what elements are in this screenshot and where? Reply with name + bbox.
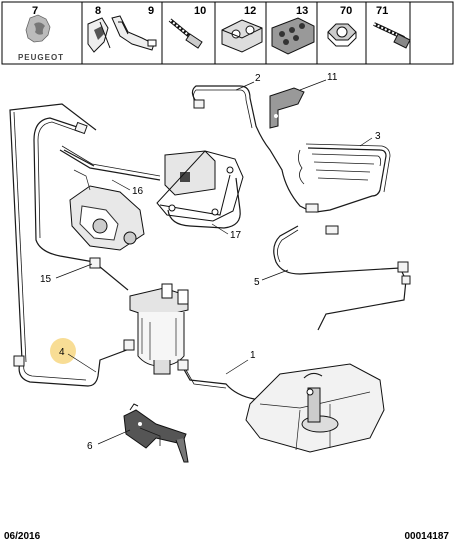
callout-6: 6: [87, 441, 93, 452]
callout-2: 2: [255, 73, 261, 84]
multi-clip-icon: [271, 17, 315, 55]
callout-16: 16: [132, 186, 144, 197]
callout-4: 4: [59, 347, 65, 358]
nut-icon: [327, 23, 357, 47]
header-part-13[interactable]: 13: [271, 5, 315, 55]
svg-text:12: 12: [244, 5, 256, 17]
pipe-holder-icon: [221, 19, 263, 53]
callout-3: 3: [375, 131, 381, 142]
header-part-12[interactable]: 12: [221, 5, 263, 53]
bracket-clip-icon: [111, 15, 157, 51]
brand-name: PEUGEOT: [18, 53, 64, 62]
fuel-tank: [245, 363, 385, 453]
header-part-10[interactable]: 10: [168, 5, 206, 49]
callout-11: 11: [327, 72, 338, 83]
bolt-icon: [168, 18, 203, 49]
part-3-coil: [298, 143, 391, 213]
svg-text:70: 70: [340, 5, 352, 17]
callout-15: 15: [40, 274, 52, 285]
screw-icon: [373, 22, 411, 49]
callout-17: 17: [230, 230, 242, 241]
corner-mark: 7: [32, 5, 38, 17]
fuel-filter: [129, 283, 189, 375]
svg-text:13: 13: [296, 5, 308, 17]
callout-4-highlight: [50, 338, 76, 364]
header-part-71[interactable]: 71: [373, 5, 411, 49]
part-11-bracket: [269, 87, 305, 129]
svg-text:8: 8: [95, 5, 101, 17]
header-part-9[interactable]: 9: [111, 5, 157, 51]
footer-date: 06/2016: [4, 531, 41, 542]
callouts: 1 2 3 4 5 6 11 15 16 17: [40, 72, 381, 452]
main-illustration: [9, 85, 411, 463]
pipe-clip-icon: [87, 17, 111, 53]
injection-pump: [63, 149, 145, 251]
peugeot-logo: 7 PEUGEOT: [18, 5, 64, 62]
header-part-8[interactable]: 8: [87, 5, 111, 53]
svg-text:71: 71: [376, 5, 388, 17]
fuel-mount-bracket: [156, 150, 244, 222]
callout-1: 1: [250, 350, 256, 361]
part-6-bracket: [123, 403, 189, 463]
svg-text:9: 9: [148, 5, 154, 17]
svg-text:10: 10: [194, 5, 206, 17]
callout-5: 5: [254, 277, 260, 288]
header-part-70[interactable]: 70: [327, 5, 357, 47]
footer-reference: 00014187: [404, 531, 450, 542]
header-strip: [1, 1, 454, 65]
